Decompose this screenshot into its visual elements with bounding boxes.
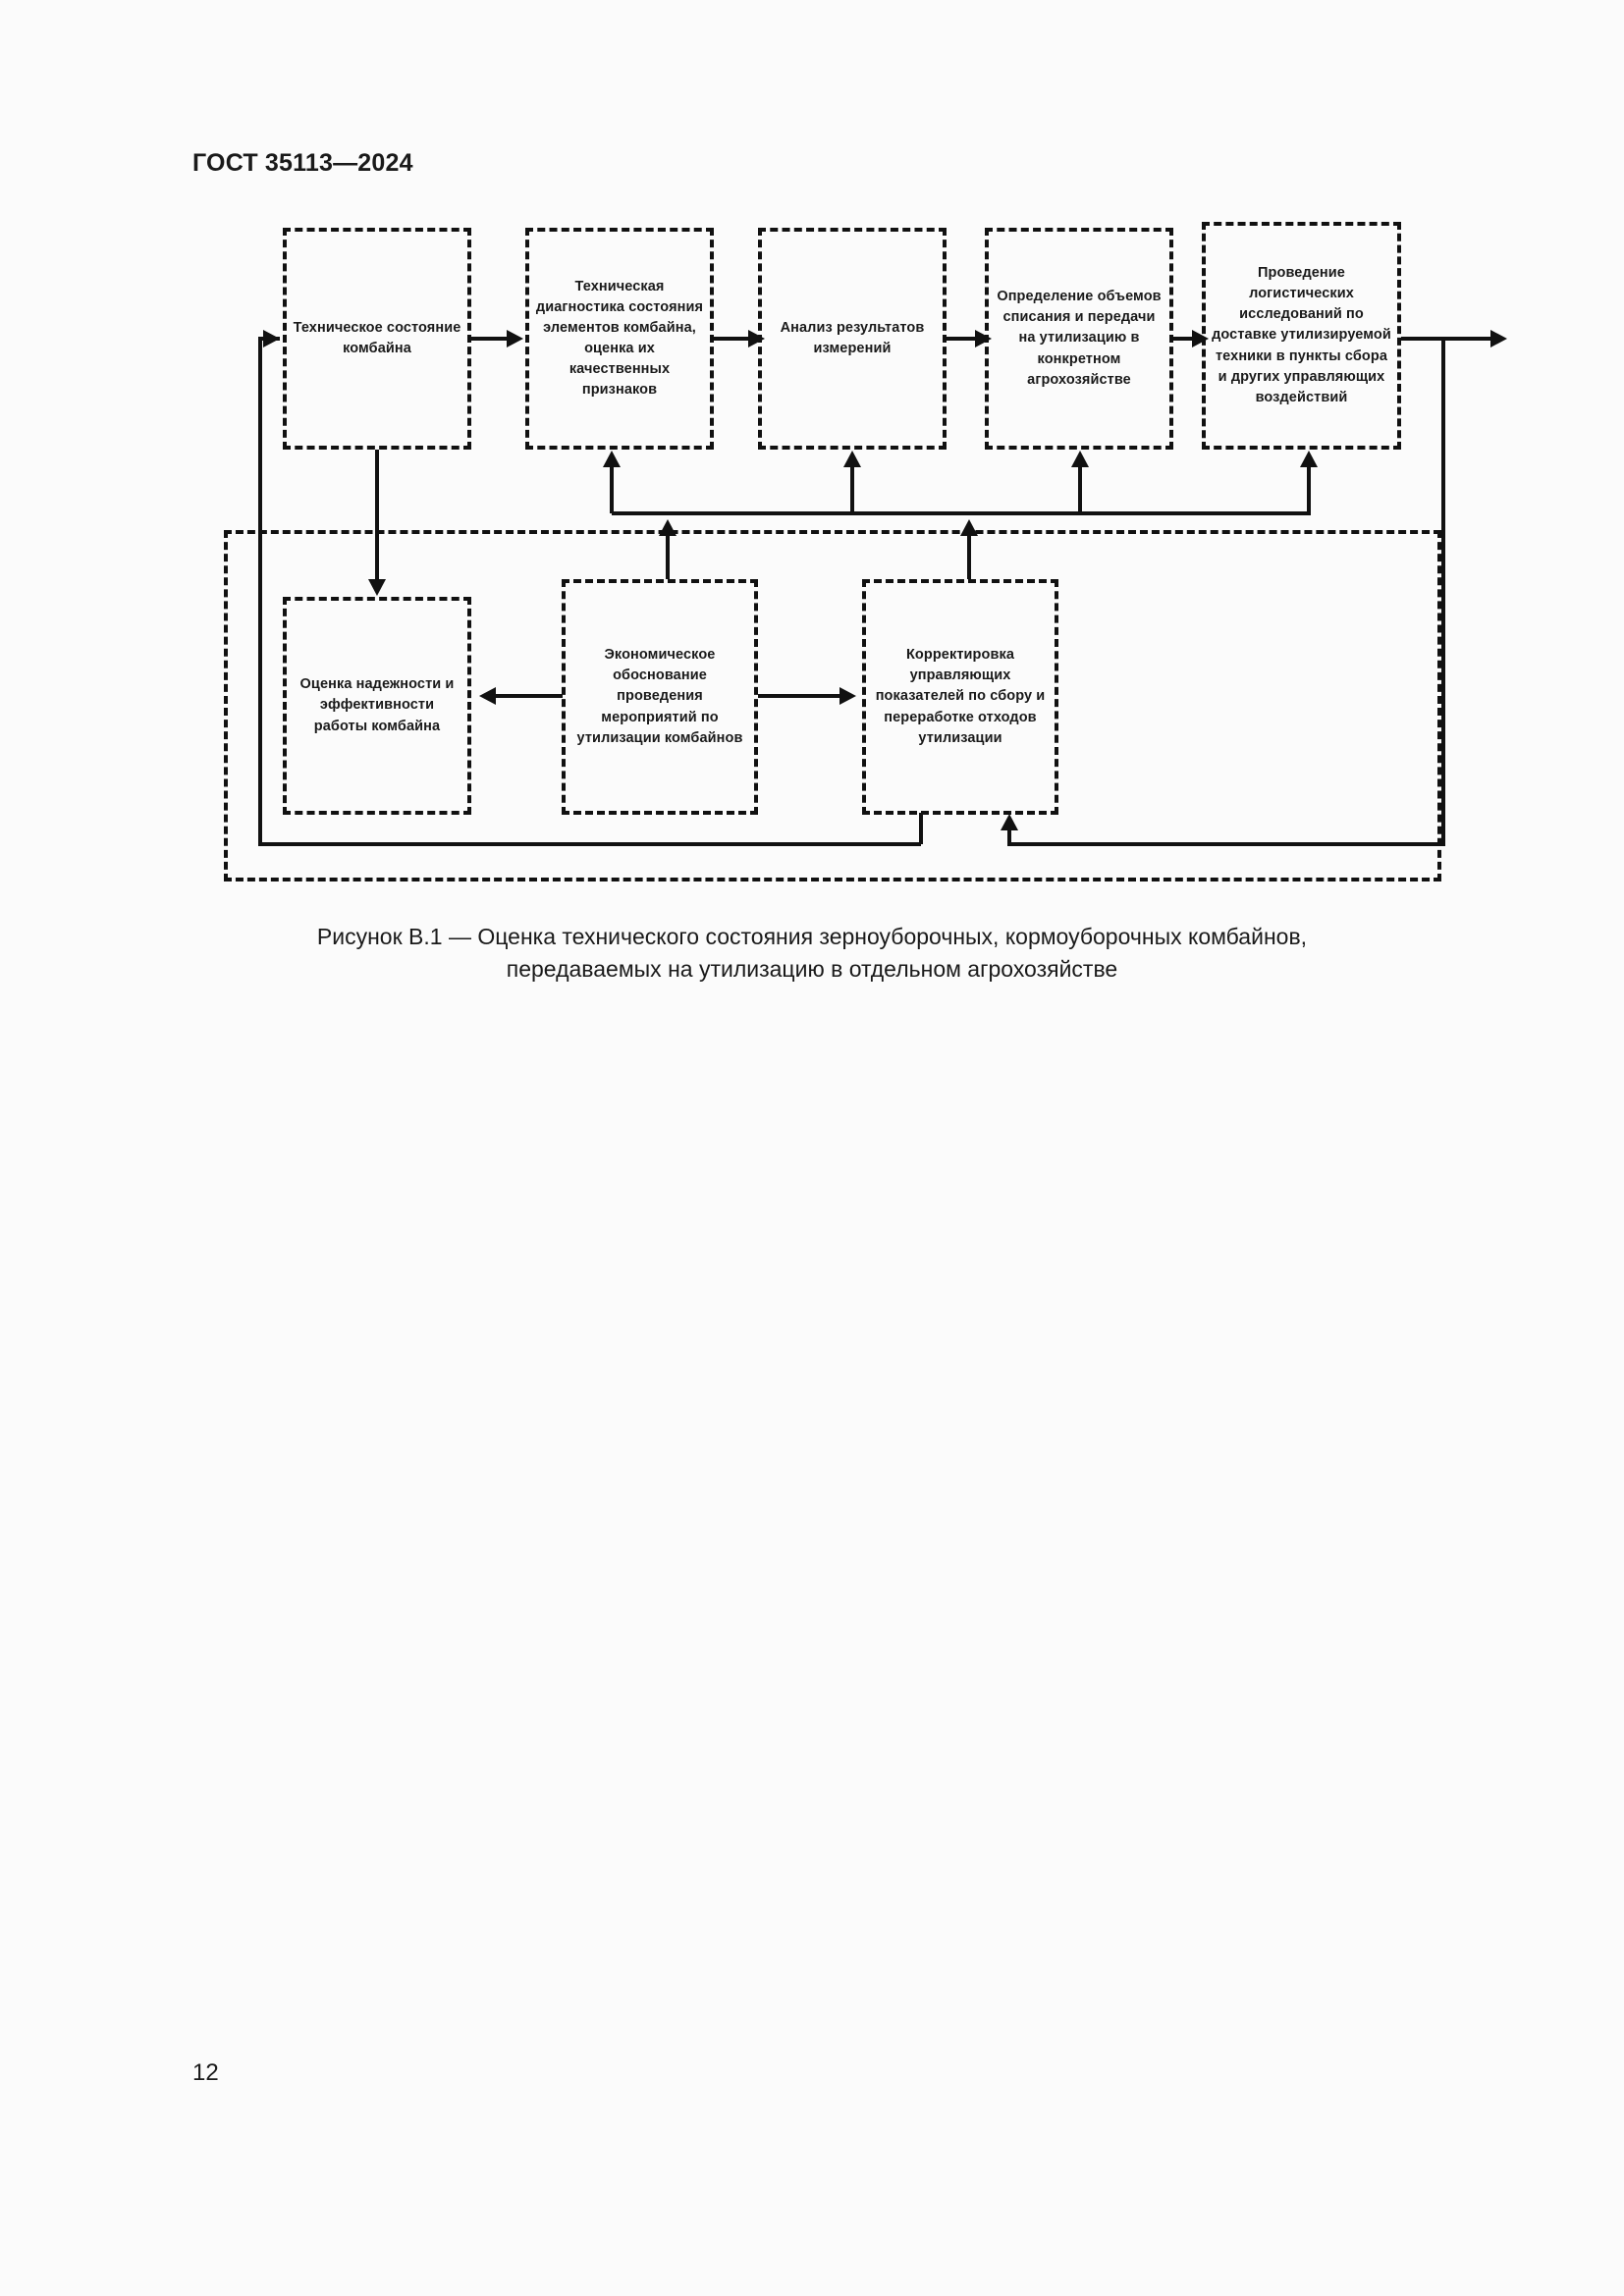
arrowhead-economic-reliability — [479, 687, 496, 705]
page-number: 12 — [192, 2059, 219, 2086]
box-label: Проведение логистических исследований по… — [1212, 265, 1391, 405]
box-reliability-assessment: Оценка надежности и эффективности работы… — [283, 597, 471, 815]
box-label: Техническое состояние комбайна — [293, 319, 461, 356]
arrowhead-riser-correction — [960, 519, 978, 536]
riser-from-economic — [666, 535, 670, 579]
box-economic-justification: Экономическое обоснование проведения мер… — [562, 579, 758, 815]
box-technical-diagnostics: Техническая диагностика состояния элемен… — [525, 228, 714, 450]
arrowhead-left-feedback — [263, 330, 280, 347]
box-label: Техническая диагностика состояния элемен… — [535, 278, 704, 399]
connector-b4-b5 — [1173, 337, 1197, 341]
box-label: Анализ результатов измерений — [780, 319, 925, 356]
lower-group-container — [224, 530, 1441, 881]
arrowhead-output — [1490, 330, 1507, 347]
right-feedback-bottom — [1007, 842, 1445, 846]
box-label: Оценка надежности и эффективности работы… — [299, 676, 455, 734]
figure-caption: Рисунок В.1 — Оценка технического состоя… — [0, 921, 1624, 987]
right-feedback-riser — [1007, 829, 1011, 844]
box-label: Определение объемов списания и передачи … — [997, 289, 1162, 388]
connector-economic-correction — [758, 694, 841, 698]
arrowhead-bus-b5 — [1300, 451, 1318, 467]
box-logistics-research: Проведение логистических исследований по… — [1202, 222, 1401, 450]
connector-b2-b3 — [714, 337, 751, 341]
arrowhead-riser-economic — [659, 519, 677, 536]
bus-riser-b3 — [850, 465, 854, 513]
arrowhead-economic-correction — [839, 687, 856, 705]
box-control-correction: Корректировка управляющих показателей по… — [862, 579, 1058, 815]
left-feedback-vertical — [258, 337, 262, 846]
box-label: Корректировка управляющих показателей по… — [875, 647, 1046, 746]
connector-b3-b4 — [947, 337, 978, 341]
arrowhead-bus-b4 — [1071, 451, 1089, 467]
right-feedback-vertical — [1441, 337, 1445, 844]
arrowhead-b1-b2 — [507, 330, 523, 347]
box-write-off-volumes: Определение объемов списания и передачи … — [985, 228, 1173, 450]
figure-caption-line-1: Рисунок В.1 — Оценка технического состоя… — [316, 924, 1308, 949]
box-analysis-of-measurements: Анализ результатов измерений — [758, 228, 947, 450]
correction-down-branch — [919, 813, 923, 844]
bus-riser-b4 — [1078, 465, 1082, 513]
arrowhead-b2-b3 — [748, 330, 765, 347]
arrowhead-b4-b5 — [1192, 330, 1209, 347]
document-header: ГОСТ 35113—2024 — [192, 149, 413, 177]
connector-b1-b6-vertical — [375, 450, 379, 580]
figure-caption-line-2: передаваемых на утилизацию в отдельном а… — [506, 956, 1118, 983]
riser-from-correction — [967, 535, 971, 579]
arrowhead-b1-b6 — [368, 579, 386, 596]
connector-economic-reliability — [496, 694, 563, 698]
figure-v1-diagram: Техническое состояние комбайна Техническ… — [0, 0, 1624, 923]
connector-b1-b2 — [471, 337, 509, 341]
bus-riser-b2 — [610, 465, 614, 513]
box-label: Экономическое обоснование проведения мер… — [576, 647, 743, 746]
bus-riser-b5 — [1307, 465, 1311, 513]
arrowhead-right-feedback — [1001, 814, 1018, 830]
left-feedback-bottom — [258, 842, 921, 846]
arrowhead-bus-b2 — [603, 451, 621, 467]
arrowhead-bus-b3 — [843, 451, 861, 467]
feedback-bus — [612, 511, 1311, 515]
connector-b5-output — [1401, 337, 1494, 341]
arrowhead-b3-b4 — [975, 330, 992, 347]
box-technical-state: Техническое состояние комбайна — [283, 228, 471, 450]
